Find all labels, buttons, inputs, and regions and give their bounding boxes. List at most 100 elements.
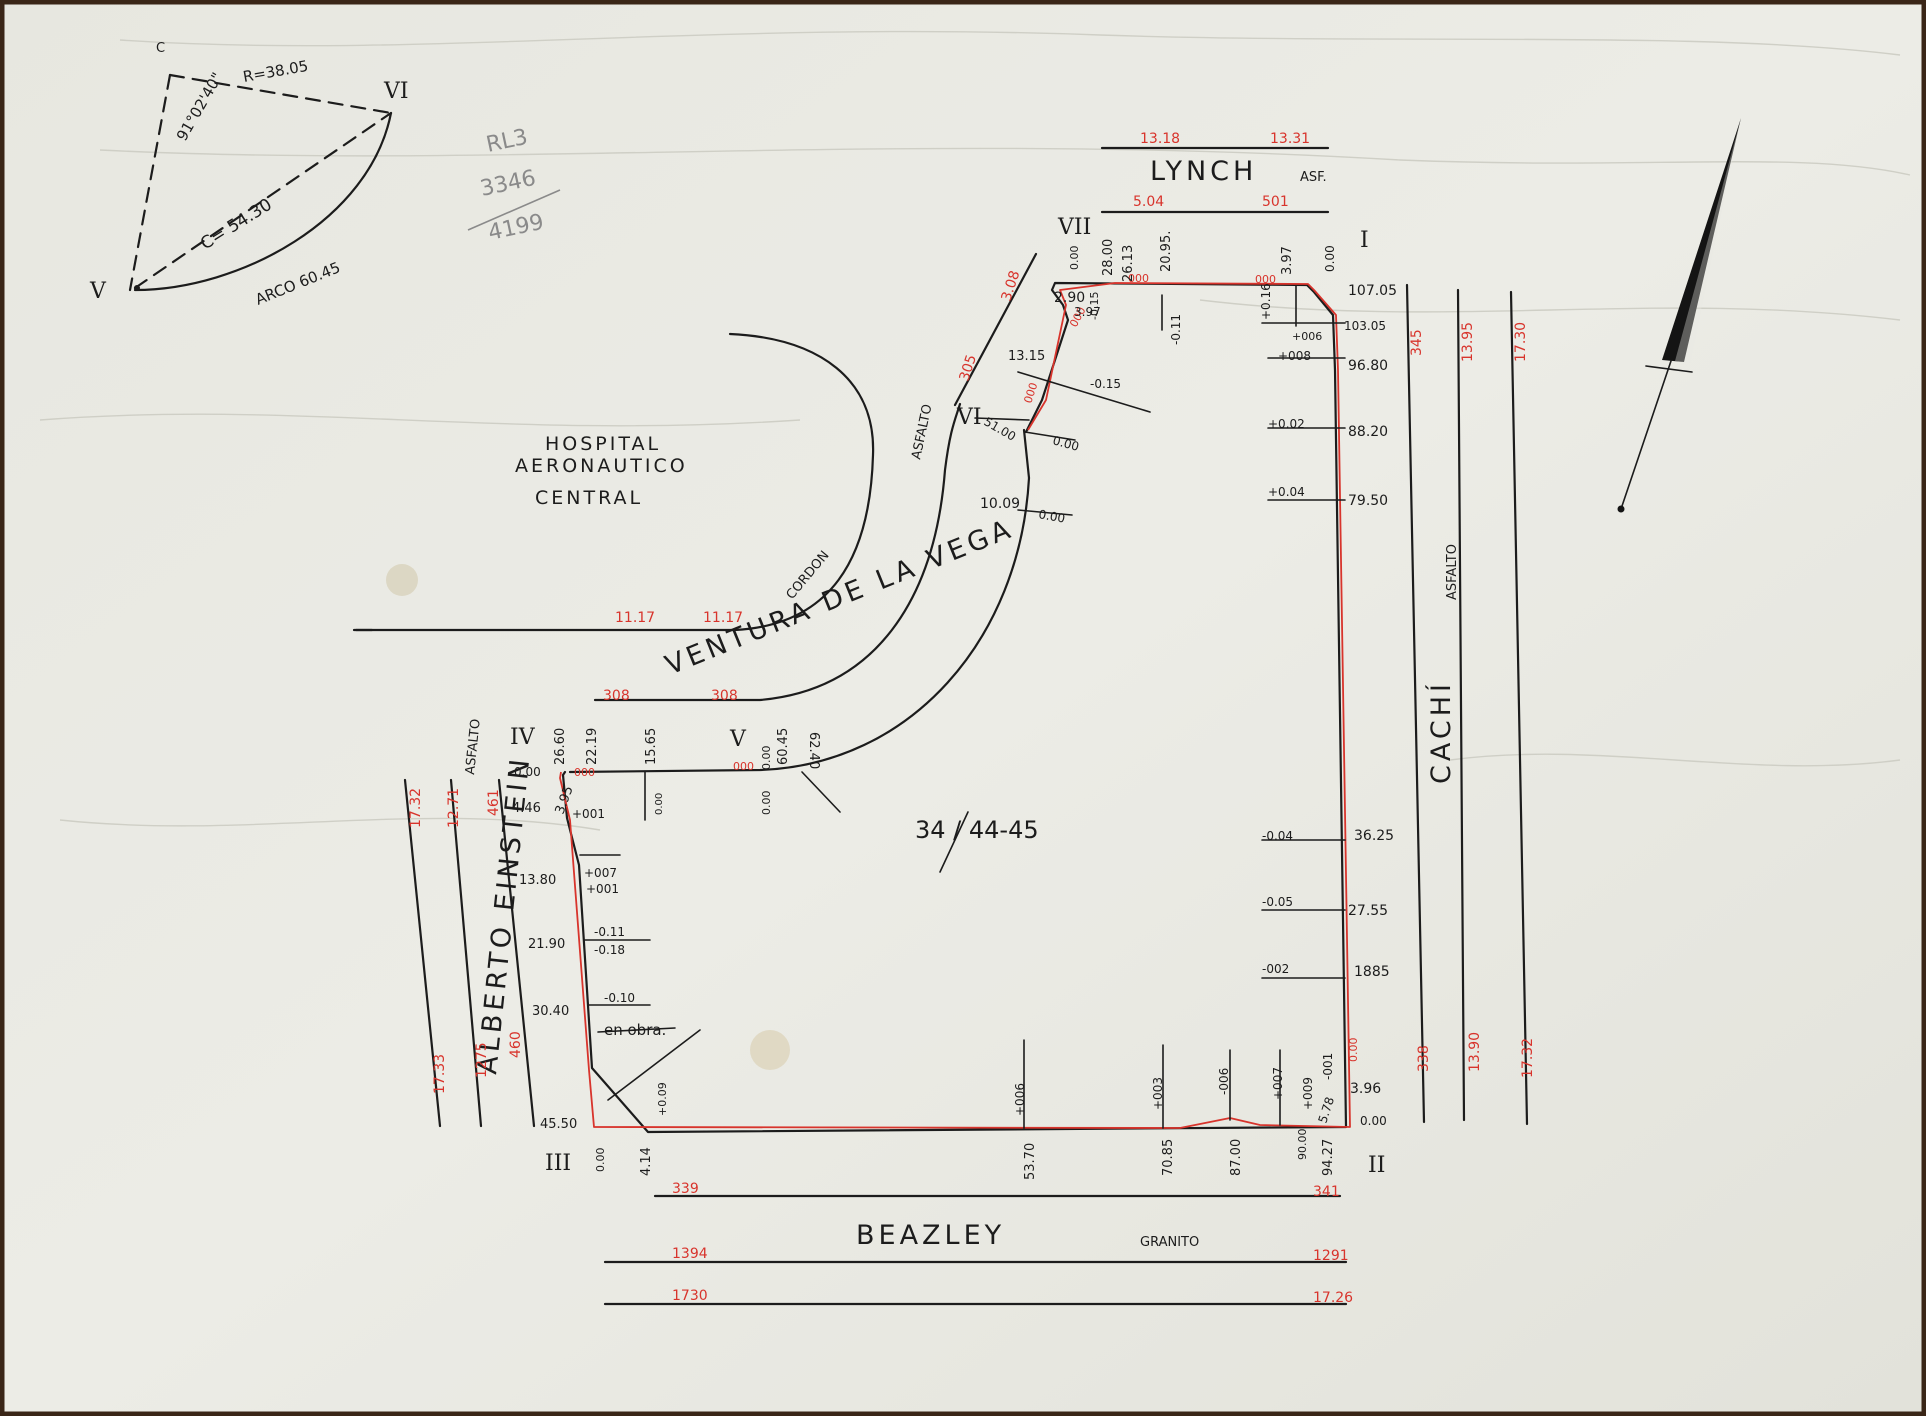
svg-text:000: 000 (574, 766, 595, 779)
svg-text:+008: +008 (1278, 349, 1311, 363)
svg-text:88.20: 88.20 (1348, 424, 1388, 440)
svg-text:-0.10: -0.10 (604, 991, 635, 1005)
vertex-iv: IV (510, 725, 536, 750)
svg-text:27.55: 27.55 (1348, 903, 1388, 919)
red-boundary (559, 282, 1351, 1129)
svg-text:339: 339 (672, 1181, 699, 1197)
svg-text:87.00: 87.00 (1229, 1139, 1244, 1176)
svg-text:000: 000 (1021, 381, 1040, 405)
svg-text:17.32: 17.32 (1520, 1038, 1536, 1078)
svg-text:1291: 1291 (1313, 1248, 1349, 1264)
north-arrow-icon (1617, 118, 1741, 513)
svg-text:13.18: 13.18 (1140, 131, 1180, 147)
street-beazley: BEAZLEY (856, 1220, 1005, 1251)
svg-text:0.00: 0.00 (654, 793, 665, 815)
svg-text:4.46: 4.46 (512, 801, 541, 816)
svg-text:-0.04: -0.04 (1262, 829, 1293, 843)
svg-text:-0.11: -0.11 (1169, 314, 1183, 345)
svg-text:+003: +003 (1151, 1077, 1165, 1110)
svg-text:12.71: 12.71 (446, 788, 462, 828)
svg-text:+007: +007 (584, 866, 617, 880)
street-lynch: LYNCH (1150, 156, 1257, 187)
street-lines (352, 146, 1529, 1306)
svg-text:11.17: 11.17 (615, 610, 655, 626)
paper-stain (386, 564, 418, 596)
svg-text:+007: +007 (1271, 1067, 1285, 1100)
vertex-i: I (1360, 228, 1369, 253)
label-en-obra: en obra. (604, 1021, 666, 1039)
svg-text:000: 000 (733, 760, 754, 773)
svg-text:20.95.: 20.95. (1159, 231, 1174, 272)
vertex-vi: VI (956, 405, 982, 430)
svg-text:21.90: 21.90 (528, 937, 565, 952)
svg-text:60.45: 60.45 (776, 728, 791, 765)
svg-text:26.60: 26.60 (553, 728, 568, 765)
vertex-vii: VII (1057, 215, 1091, 240)
svg-text:26.13: 26.13 (1121, 245, 1136, 282)
svg-text:103.05: 103.05 (1344, 319, 1386, 333)
street-einstein-surface: ASFALTO (463, 718, 484, 775)
vertex-ii: II (1368, 1153, 1385, 1178)
svg-text:308: 308 (711, 688, 738, 704)
street-beazley-surface: GRANITO (1140, 1235, 1199, 1250)
svg-text:79.50: 79.50 (1348, 493, 1388, 509)
svg-text:90.00: 90.00 (1296, 1129, 1309, 1161)
svg-text:-0.15: -0.15 (1090, 377, 1121, 391)
svg-text:17.32: 17.32 (408, 788, 424, 828)
svg-text:62.40: 62.40 (806, 732, 821, 769)
svg-text:10.09: 10.09 (980, 496, 1020, 512)
svg-text:-002: -002 (1262, 962, 1289, 976)
svg-text:341: 341 (1313, 1184, 1340, 1200)
svg-text:0.00: 0.00 (1323, 245, 1337, 272)
svg-text:13.15: 13.15 (1008, 349, 1045, 364)
hospital-label: HOSPITAL AERONAUTICO CENTRAL (515, 433, 688, 509)
svg-text:3.97: 3.97 (1280, 246, 1295, 275)
vertex-v: V (729, 727, 747, 752)
svg-text:CENTRAL: CENTRAL (535, 487, 643, 509)
svg-text:1730: 1730 (672, 1288, 708, 1304)
street-cachi: CACHÍ (1425, 680, 1457, 784)
offset-ticks (579, 285, 1346, 1129)
svg-text:0.00: 0.00 (1037, 507, 1066, 525)
svg-text:+0.16: +0.16 (1259, 283, 1273, 320)
vertex-iii: III (545, 1151, 571, 1176)
paper-stain (750, 1030, 790, 1070)
svg-text:3.97: 3.97 (1074, 305, 1101, 319)
svg-text:94.27: 94.27 (1321, 1139, 1336, 1176)
svg-text:1394: 1394 (672, 1246, 708, 1262)
svg-text:15.65: 15.65 (644, 728, 659, 765)
svg-text:-0.05: -0.05 (1262, 895, 1293, 909)
svg-text:+0.09: +0.09 (656, 1082, 669, 1116)
svg-text:0.00: 0.00 (594, 1148, 607, 1173)
svg-text:308: 308 (603, 688, 630, 704)
svg-text:AERONAUTICO: AERONAUTICO (515, 455, 688, 477)
svg-text:2.90: 2.90 (1054, 290, 1085, 306)
svg-text:0.00: 0.00 (1360, 1114, 1387, 1128)
svg-text:+006: +006 (1292, 330, 1322, 343)
svg-text:0.00: 0.00 (760, 746, 773, 771)
svg-text:22.19: 22.19 (585, 728, 600, 765)
svg-text:0.00: 0.00 (1051, 433, 1080, 453)
svg-text:53.70: 53.70 (1023, 1143, 1038, 1180)
svg-text:13.31: 13.31 (1270, 131, 1310, 147)
svg-text:30.40: 30.40 (532, 1004, 569, 1019)
arc-vertex-v: V (89, 279, 107, 304)
svg-text:-006: -006 (1217, 1068, 1231, 1095)
svg-text:000: 000 (1255, 273, 1276, 286)
svg-text:13.80: 13.80 (519, 873, 556, 888)
svg-text:+0.02: +0.02 (1268, 417, 1305, 431)
svg-text:+0.04: +0.04 (1268, 485, 1305, 499)
parcel-number: 34 / 44-45 (915, 816, 1039, 844)
svg-text:107.05: 107.05 (1348, 283, 1397, 299)
svg-text:+001: +001 (586, 882, 619, 896)
svg-text:+009: +009 (1301, 1077, 1315, 1110)
svg-text:36.25: 36.25 (1354, 828, 1394, 844)
street-cachi-surface: ASFALTO (1445, 544, 1460, 600)
svg-text:17.30: 17.30 (1513, 322, 1529, 362)
svg-text:96.80: 96.80 (1348, 358, 1388, 374)
svg-text:-0.18: -0.18 (594, 943, 625, 957)
svg-text:305: 305 (957, 353, 980, 383)
svg-text:461: 461 (486, 789, 502, 816)
